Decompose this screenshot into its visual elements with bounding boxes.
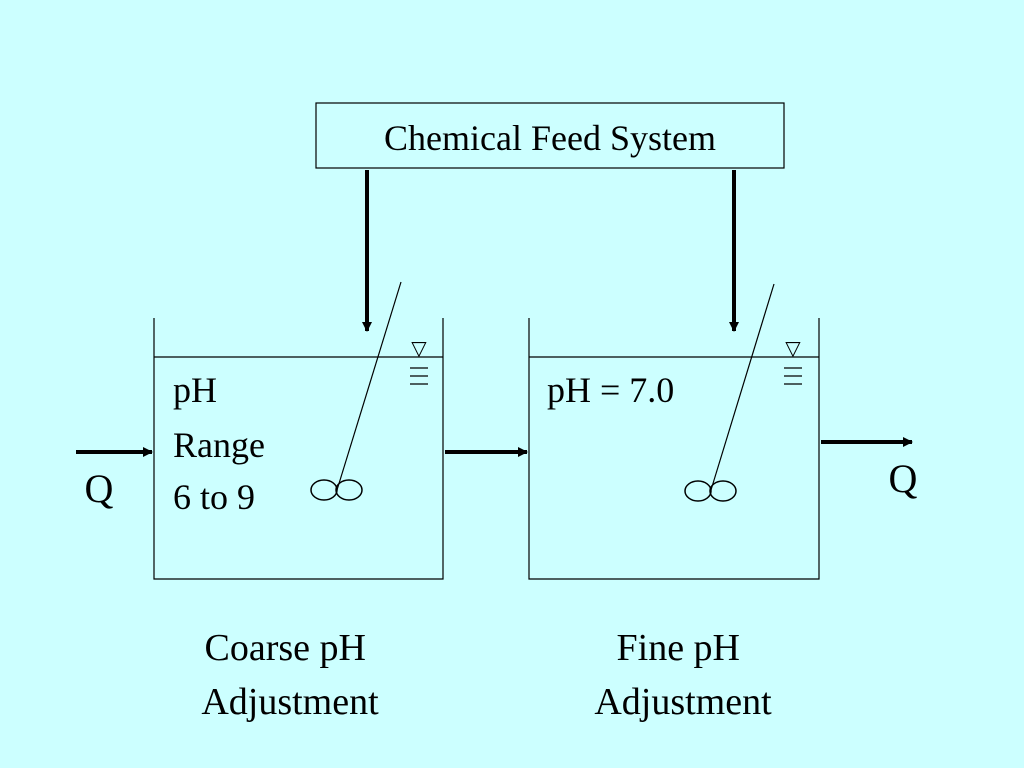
- water-level-symbol: ▽: [411, 336, 427, 360]
- mixer-blade-right: [335, 479, 363, 501]
- tank-coarse-walls: [153, 318, 444, 580]
- tank-coarse: ▽ pH Range 6 to 9 Coarse pH Adjustment: [153, 281, 444, 723]
- water-level-triangle-icon: ▽: [410, 336, 428, 385]
- tank-fine-walls: [528, 318, 820, 580]
- tank-coarse-ph-label: pH Range 6 to 9: [173, 370, 274, 517]
- caption-line-1: Coarse pH: [205, 627, 366, 669]
- impeller-mixer-icon: [310, 281, 402, 501]
- water-level-symbol: ▽: [785, 336, 801, 360]
- mixer-blade-left: [310, 479, 338, 501]
- feed-system-label: Chemical Feed System: [384, 118, 716, 158]
- ph-line: pH: [173, 370, 217, 410]
- water-level-triangle-icon: ▽: [784, 336, 802, 385]
- caption-line-2: Adjustment: [201, 681, 379, 723]
- outlet-flow-label: Q: [889, 456, 918, 501]
- tank-fine: ▽ pH = 7.0 Fine pH Adjustment: [528, 283, 820, 723]
- impeller-mixer-icon: [684, 283, 775, 502]
- tank-fine-caption: Fine pH Adjustment: [594, 627, 772, 723]
- mixer-shaft: [710, 283, 775, 491]
- chemical-feed-system: Chemical Feed System: [315, 102, 785, 169]
- inlet-flow-label: Q: [85, 466, 114, 511]
- tank-coarse-caption: Coarse pH Adjustment: [201, 627, 379, 723]
- caption-line-1: Fine pH: [617, 627, 741, 669]
- caption-line-2: Adjustment: [594, 681, 772, 723]
- tank-fine-ph-label: pH = 7.0: [547, 370, 674, 410]
- mixer-blade-right: [709, 480, 737, 502]
- ph-range-values: 6 to 9: [173, 477, 255, 517]
- mixer-shaft: [336, 281, 402, 491]
- feed-system-box: [315, 102, 785, 169]
- ph-range-line: Range: [173, 425, 265, 465]
- mixer-blade-left: [684, 480, 712, 502]
